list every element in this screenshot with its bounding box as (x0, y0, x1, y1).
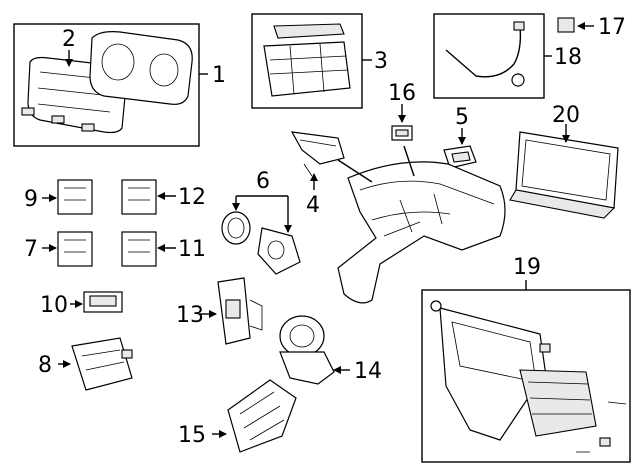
bracket-4-part (290, 131, 345, 177)
callout-10: 10 (40, 293, 68, 318)
callout-4: 4 (306, 193, 320, 218)
callout-11: 11 (178, 237, 206, 262)
switch-10-part (83, 291, 123, 313)
callout-20: 20 (552, 103, 580, 128)
callout-5: 5 (455, 105, 469, 130)
switch-11-part (121, 231, 157, 267)
switch-9-part (57, 179, 93, 215)
switch-7-part (57, 231, 93, 267)
callout-13: 13 (176, 303, 204, 328)
callout-19: 19 (513, 255, 541, 280)
group-box-3 (251, 13, 363, 109)
callout-7: 7 (24, 237, 38, 262)
callout-15: 15 (178, 423, 206, 448)
ignition-6-part (221, 211, 301, 275)
callout-14: 14 (354, 359, 382, 384)
callout-1: 1 (212, 63, 226, 88)
callout-3: 3 (374, 49, 388, 74)
switch-panel-8-part (71, 337, 133, 391)
callout-9: 9 (24, 187, 38, 212)
shifter-14-part (279, 315, 335, 385)
callout-16: 16 (388, 81, 416, 106)
group-box-18 (433, 13, 545, 99)
center-panel-19-part (430, 300, 627, 453)
callout-6: 6 (256, 169, 270, 194)
dashboard-part (337, 161, 506, 304)
harness-part (445, 21, 525, 87)
instrument-cluster-part (21, 31, 193, 134)
callout-18: 18 (554, 45, 582, 70)
console-box-part (263, 23, 351, 97)
switch-13-part (217, 277, 263, 345)
display-screen-part (509, 131, 619, 219)
callout-2: 2 (62, 27, 76, 52)
callout-12: 12 (178, 185, 206, 210)
module-5-part (443, 145, 477, 169)
sensor-17-part (557, 17, 575, 33)
leader-dash-a (337, 159, 373, 183)
console-panel-15-part (227, 379, 297, 453)
switch-16-part (391, 125, 413, 141)
leader-dash-b (403, 145, 415, 177)
callout-8: 8 (38, 353, 52, 378)
callout-17: 17 (598, 15, 626, 40)
group-box-1 (13, 23, 200, 147)
switch-12-part (121, 179, 157, 215)
